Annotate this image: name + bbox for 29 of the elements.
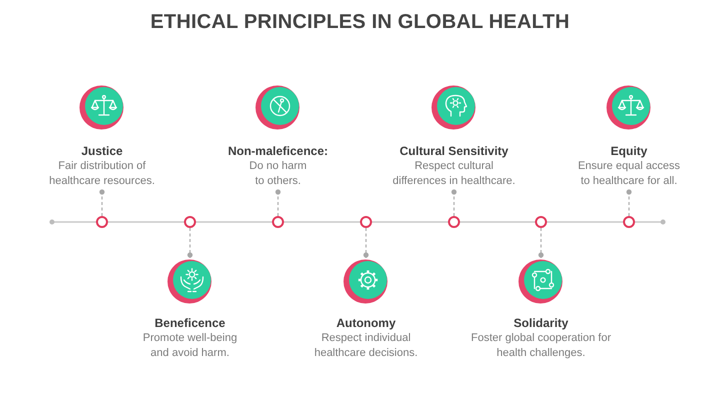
- principle-description: Respect cultural differences in healthcare.: [392, 159, 516, 189]
- principle-description: Promote well-being and avoid harm.: [142, 331, 238, 361]
- connector-line: [538, 228, 544, 258]
- principle-description: Do no harm to others.: [248, 159, 308, 189]
- principle-description: Foster global cooperation for health challenges.: [470, 331, 612, 361]
- principle-heading: Solidarity: [514, 315, 568, 331]
- principle-heading: Non-maleficence:: [228, 143, 328, 159]
- connector-line: [275, 189, 281, 216]
- principle-description: Respect individual healthcare decisions.: [313, 331, 419, 361]
- connector-line: [451, 189, 457, 216]
- principle-description: Fair distribution of healthcare resources.: [48, 159, 156, 189]
- timeline-marker: [360, 216, 372, 228]
- timeline-marker: [623, 216, 635, 228]
- timeline-marker: [96, 216, 108, 228]
- connector-line: [187, 228, 193, 258]
- connector-line: [626, 189, 632, 216]
- connector-line: [99, 189, 105, 216]
- principle-heading: Beneficence: [154, 315, 226, 331]
- timeline-marker: [272, 216, 284, 228]
- timeline-marker: [535, 216, 547, 228]
- connector-line: [363, 228, 369, 258]
- principle-heading: Autonomy: [336, 315, 396, 331]
- timeline-marker: [184, 216, 196, 228]
- timeline-marker: [448, 216, 460, 228]
- principle-heading: Cultural Sensitivity: [400, 143, 508, 159]
- diagram-title: ETHICAL PRINCIPLES IN GLOBAL HEALTH: [150, 10, 570, 34]
- principle-heading: Justice: [81, 143, 123, 159]
- principle-heading: Equity: [610, 143, 648, 159]
- principle-description: Ensure equal access to healthcare for all.: [576, 159, 682, 189]
